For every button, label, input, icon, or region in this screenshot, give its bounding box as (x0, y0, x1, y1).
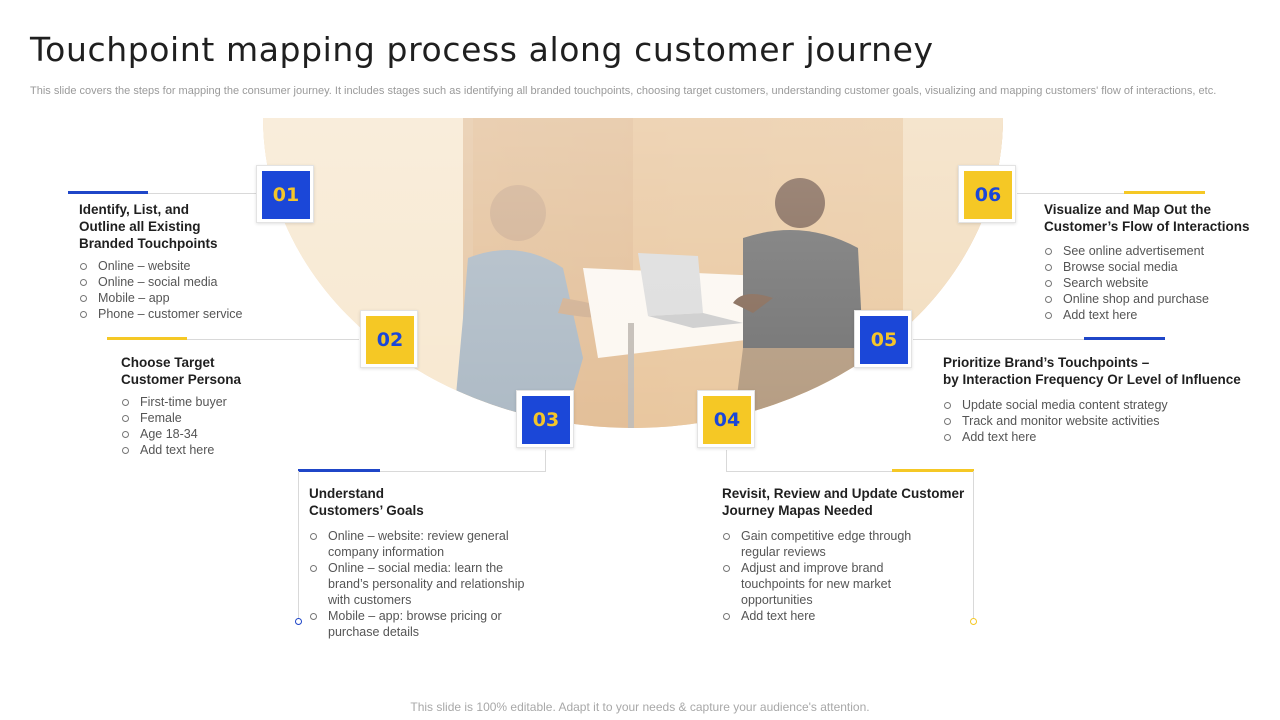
footer-note: This slide is 100% editable. Adapt it to… (410, 700, 870, 714)
list-item: Browse social media (1044, 259, 1269, 275)
list-item: Update social media content strategy (943, 397, 1263, 413)
connector-dot (295, 618, 302, 625)
step-number-06: 06 (958, 165, 1016, 223)
accent-bar (1084, 337, 1165, 340)
list-item: Add text here (722, 608, 972, 624)
step-04-block: Revisit, Review and Update Customer Jour… (722, 485, 972, 624)
list-item: Track and monitor website activities (943, 413, 1263, 429)
connector-line (298, 471, 546, 472)
step-number-03: 03 (516, 390, 574, 448)
step-list: Online – website: review general company… (309, 528, 549, 640)
connector-line (68, 193, 258, 194)
list-item: See online advertisement (1044, 243, 1269, 259)
list-item: Gain competitive edge through regular re… (722, 528, 972, 560)
list-item: Phone – customer service (79, 306, 269, 322)
step-03-block: Understand Customers’ Goals Online – web… (309, 485, 549, 640)
step-heading: Visualize and Map Out the Customer’s Flo… (1044, 202, 1250, 234)
step-heading: Prioritize Brand’s Touchpoints – by Inte… (943, 355, 1241, 387)
list-item: Add text here (121, 442, 321, 458)
connector-line (726, 450, 727, 471)
connector-line (913, 339, 1165, 340)
step-heading: Choose Target Customer Persona (121, 355, 242, 387)
step-01-block: Identify, List, and Outline all Existing… (79, 201, 269, 322)
list-item: Adjust and improve brand touchpoints for… (722, 560, 972, 608)
list-item: Online – website (79, 258, 269, 274)
list-item: Female (121, 410, 321, 426)
accent-bar (1124, 191, 1205, 194)
step-05-block: Prioritize Brand’s Touchpoints – by Inte… (943, 354, 1263, 445)
list-item: Online – social media: learn the brand’s… (309, 560, 549, 608)
page-subtitle: This slide covers the steps for mapping … (30, 85, 1217, 97)
step-02-block: Choose Target Customer Persona First-tim… (121, 354, 321, 458)
list-item: Online – social media (79, 274, 269, 290)
list-item: Add text here (943, 429, 1263, 445)
step-list: Gain competitive edge through regular re… (722, 528, 972, 624)
list-item: First-time buyer (121, 394, 321, 410)
connector-line (545, 450, 546, 471)
meeting-photo (263, 118, 1003, 428)
accent-bar (107, 337, 187, 340)
accent-bar (68, 191, 148, 194)
list-item: Mobile – app (79, 290, 269, 306)
accent-bar (298, 469, 380, 472)
page-title: Touchpoint mapping process along custome… (30, 30, 934, 69)
list-item: Age 18-34 (121, 426, 321, 442)
connector-line (1017, 193, 1205, 194)
list-item: Online shop and purchase (1044, 291, 1269, 307)
step-number-01: 01 (256, 165, 314, 223)
step-heading: Revisit, Review and Update Customer Jour… (722, 486, 965, 518)
accent-bar (892, 469, 974, 472)
connector-dot (970, 618, 977, 625)
connector-line (726, 471, 974, 472)
list-item: Add text here (1044, 307, 1269, 323)
step-heading: Understand Customers’ Goals (309, 486, 424, 518)
step-number-04: 04 (697, 390, 755, 448)
step-06-block: Visualize and Map Out the Customer’s Flo… (1044, 201, 1269, 323)
list-item: Mobile – app: browse pricing or purchase… (309, 608, 549, 640)
step-number-02: 02 (360, 310, 418, 368)
step-heading: Identify, List, and Outline all Existing… (79, 202, 218, 251)
step-number-05: 05 (854, 310, 912, 368)
connector-line (298, 471, 299, 619)
list-item: Search website (1044, 275, 1269, 291)
list-item: Online – website: review general company… (309, 528, 549, 560)
connector-line (107, 339, 359, 340)
connector-line (973, 471, 974, 619)
